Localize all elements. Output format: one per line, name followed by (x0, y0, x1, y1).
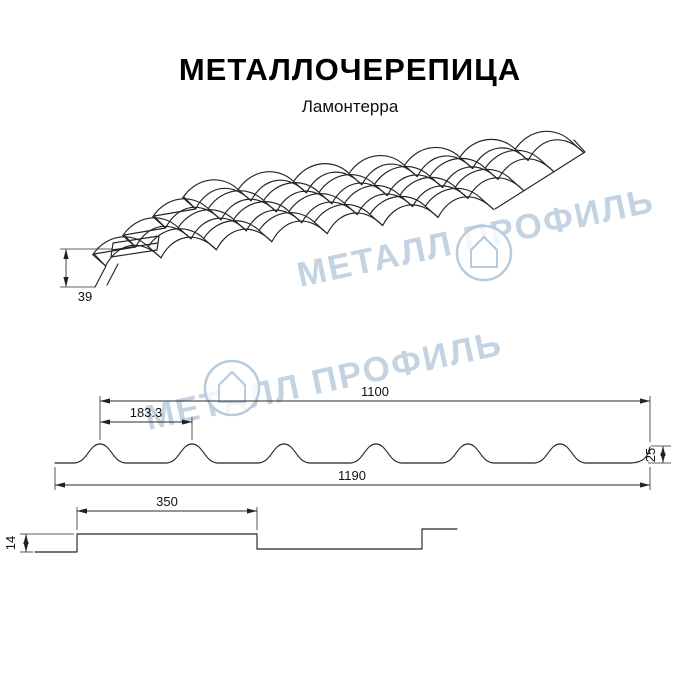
dim-profile-height: 39 (60, 248, 112, 304)
roof-perspective-drawing (92, 130, 586, 288)
roof-course-4 (182, 130, 585, 210)
roof-left-step-edge (93, 196, 197, 267)
brand-logo-icon (203, 359, 261, 417)
page-title: МЕТАЛЛОЧЕРЕПИЦА (178, 52, 522, 87)
tile-profile-line (54, 443, 651, 464)
brand-logo-icon (455, 224, 513, 282)
dim-step-length: 350 (77, 494, 257, 514)
roof-course-3 (152, 149, 555, 229)
step-profile-line (34, 528, 458, 553)
dim-label-183: 183.3 (130, 405, 163, 420)
roof-course-1 (92, 187, 495, 267)
dim-label-350: 350 (156, 494, 178, 509)
dim-label-39: 39 (78, 289, 92, 304)
dim-step-height: 14 (3, 534, 29, 552)
dim-label-1100: 1100 (361, 384, 389, 399)
dim-cover-width: 1100 (100, 384, 650, 404)
dim-label-14: 14 (3, 536, 18, 550)
watermark-middle: МЕТАЛЛ ПРОФИЛЬ (142, 324, 506, 438)
dim-wave-height: 25 (643, 446, 666, 463)
roof-starter-strip (110, 235, 160, 258)
dim-label-25: 25 (643, 448, 658, 462)
roof-right-edge (494, 139, 586, 210)
cross-section-drawing: 1100 183.3 25 1190 (54, 384, 671, 490)
dim-full-width: 1190 (55, 468, 650, 488)
page-subtitle: Ламонтерра (301, 97, 399, 116)
roof-course-2 (122, 168, 525, 248)
dim-wave-pitch: 183.3 (100, 405, 192, 425)
watermark-text: МЕТАЛЛ ПРОФИЛЬ (142, 324, 506, 438)
roof-eave-drip (94, 263, 119, 288)
longitudinal-section-drawing: 350 14 (3, 494, 458, 553)
dim-label-1190: 1190 (338, 468, 366, 483)
